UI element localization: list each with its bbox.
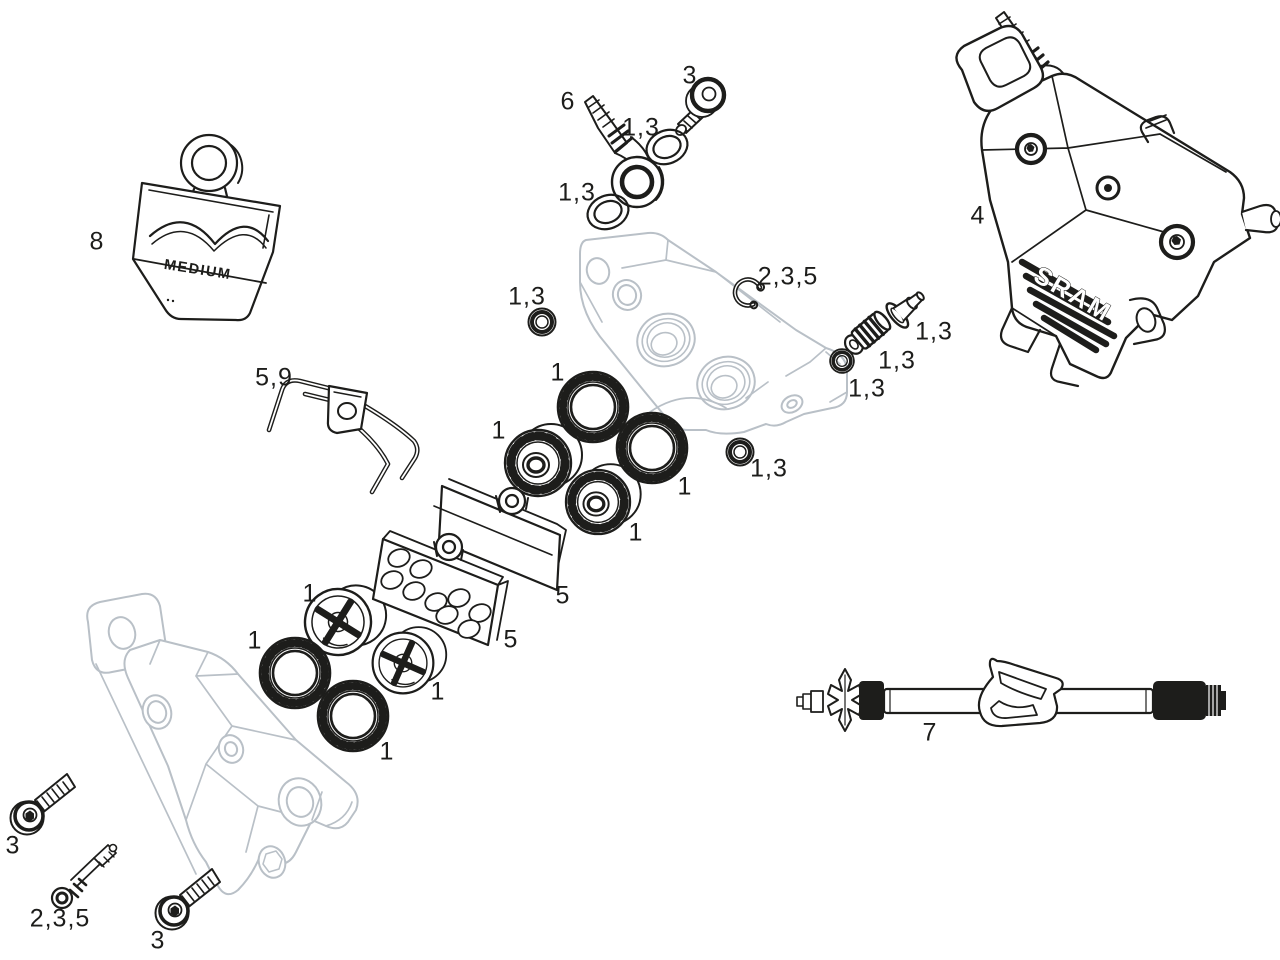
part-callout-1: 8 bbox=[89, 227, 105, 256]
part-callout-10: 1,3 bbox=[878, 346, 916, 375]
pad-pin-bolt-part bbox=[50, 843, 118, 910]
part-callout-17: 5,9 bbox=[255, 363, 293, 392]
part-callout-22: 1 bbox=[430, 677, 446, 706]
banjo-bolt-part bbox=[675, 76, 727, 136]
piston-seal-1 bbox=[558, 372, 628, 442]
brake-pad-plain-part bbox=[433, 478, 567, 592]
part-callout-12: 1 bbox=[550, 358, 566, 387]
mounting-bolt-1 bbox=[8, 772, 77, 837]
pad-spring-part bbox=[266, 378, 420, 495]
ghost-caliper-half-lower bbox=[86, 592, 359, 896]
piston-seal-2 bbox=[617, 413, 687, 483]
part-callout-18: 5 bbox=[555, 581, 571, 610]
bleed-port-fitting-part bbox=[885, 291, 925, 329]
bleed-screw-part bbox=[843, 310, 892, 355]
part-callout-16: 1 bbox=[628, 518, 644, 547]
mounting-bolt-2 bbox=[153, 867, 222, 932]
part-callout-5: 1,3 bbox=[558, 178, 596, 207]
part-callout-13: 1 bbox=[491, 416, 507, 445]
part-callout-7: 1,3 bbox=[508, 282, 546, 311]
brake-pad-drilled-part bbox=[371, 530, 509, 647]
caliper-assembly-part: SRAM bbox=[955, 11, 1280, 388]
piston-seal-3 bbox=[260, 638, 330, 708]
part-callout-26: 2,3,5 bbox=[29, 904, 91, 933]
part-callout-24: 7 bbox=[922, 718, 938, 747]
part-callout-9: 1,3 bbox=[915, 317, 953, 346]
part-callout-20: 1 bbox=[302, 579, 318, 608]
ghost-caliper-half-upper bbox=[579, 231, 848, 435]
piston-seal-4 bbox=[318, 681, 388, 751]
part-callout-2: 6 bbox=[560, 87, 576, 116]
part-callout-21: 1 bbox=[247, 626, 263, 655]
part-callout-25: 3 bbox=[5, 831, 21, 860]
part-callout-15: 1 bbox=[677, 472, 693, 501]
part-callout-11: 1,3 bbox=[848, 374, 886, 403]
retaining-clip-part bbox=[732, 277, 766, 310]
brake-pad-medium-part: MEDIUM bbox=[131, 133, 282, 322]
part-callout-14: 1,3 bbox=[750, 454, 788, 483]
hose-assembly-part bbox=[796, 657, 1226, 732]
part-callout-3: 3 bbox=[682, 61, 698, 90]
part-callout-6: 4 bbox=[970, 201, 986, 230]
part-callout-23: 1 bbox=[379, 737, 395, 766]
part-callout-4: 1,3 bbox=[622, 113, 660, 142]
small-oring-left bbox=[526, 306, 558, 338]
part-callout-19: 5 bbox=[503, 625, 519, 654]
part-callout-8: 2,3,5 bbox=[757, 262, 819, 291]
part-callout-27: 3 bbox=[150, 926, 166, 955]
